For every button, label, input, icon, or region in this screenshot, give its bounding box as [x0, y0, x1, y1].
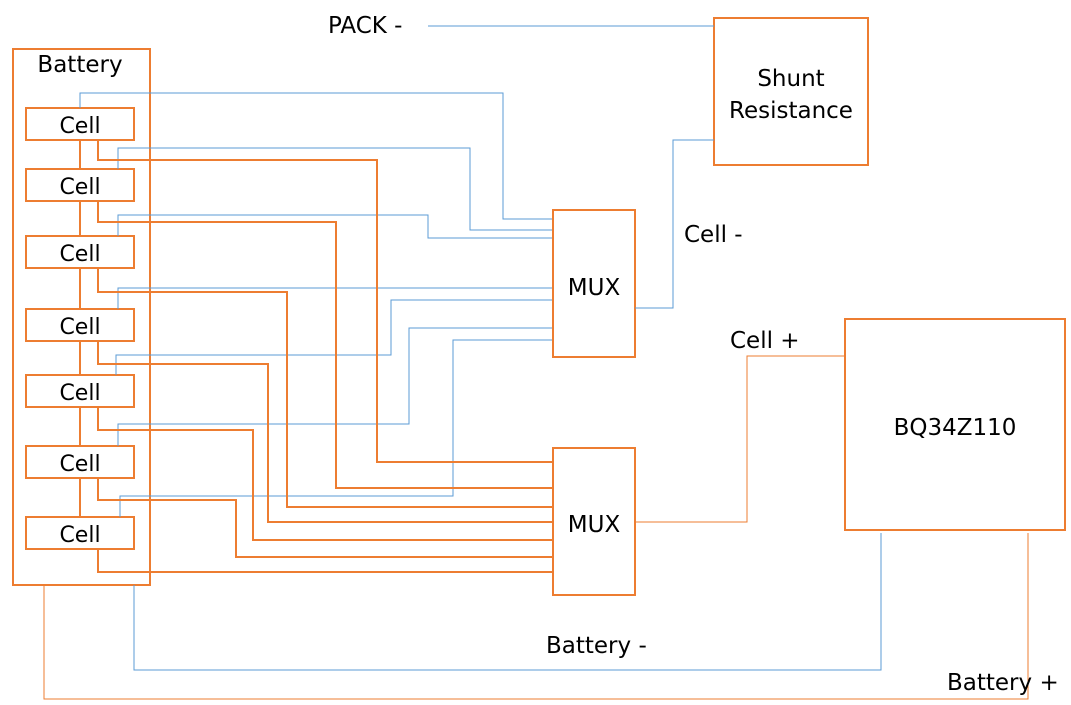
svg-text:Cell: Cell: [59, 523, 100, 548]
shunt-resistance: Shunt Resistance: [713, 17, 869, 166]
cell-2: Cell: [25, 168, 135, 202]
svg-text:Cell: Cell: [59, 175, 100, 200]
cell-3: Cell: [25, 235, 135, 269]
cell-plus-label: Cell +: [730, 328, 800, 354]
cell-4: Cell: [25, 308, 135, 342]
battery-minus-label: Battery -: [546, 633, 647, 659]
cell-minus-wire: [635, 139, 714, 309]
cell-minus-label: Cell -: [684, 222, 743, 248]
svg-text:Cell: Cell: [59, 381, 100, 406]
svg-text:Cell: Cell: [59, 114, 100, 139]
cell-6: Cell: [25, 445, 135, 479]
mux-top: MUX: [552, 209, 636, 358]
pack-minus-label: PACK -: [328, 13, 402, 39]
cell-1: Cell: [25, 107, 135, 141]
battery-plus-wire: [43, 533, 1029, 700]
svg-text:Cell: Cell: [59, 315, 100, 340]
svg-text:Cell: Cell: [59, 452, 100, 477]
mux-bottom: MUX: [552, 447, 636, 596]
bq34z110-chip: BQ34Z110: [844, 318, 1066, 531]
battery-minus-wire: [133, 533, 882, 671]
svg-text:Shunt: Shunt: [757, 66, 824, 92]
svg-text:BQ34Z110: BQ34Z110: [894, 415, 1017, 441]
svg-text:Cell: Cell: [59, 242, 100, 267]
svg-text:MUX: MUX: [568, 512, 621, 538]
cell-7: Cell: [25, 516, 135, 550]
svg-text:Resistance: Resistance: [729, 98, 853, 124]
battery-plus-label: Battery +: [947, 670, 1059, 696]
cell-plus-wire: [635, 355, 845, 523]
svg-text:MUX: MUX: [568, 275, 621, 301]
cell-5: Cell: [25, 374, 135, 408]
positive-sense-wires: [97, 140, 553, 573]
negative-sense-wires: [79, 92, 553, 517]
battery-label: Battery: [37, 52, 122, 78]
